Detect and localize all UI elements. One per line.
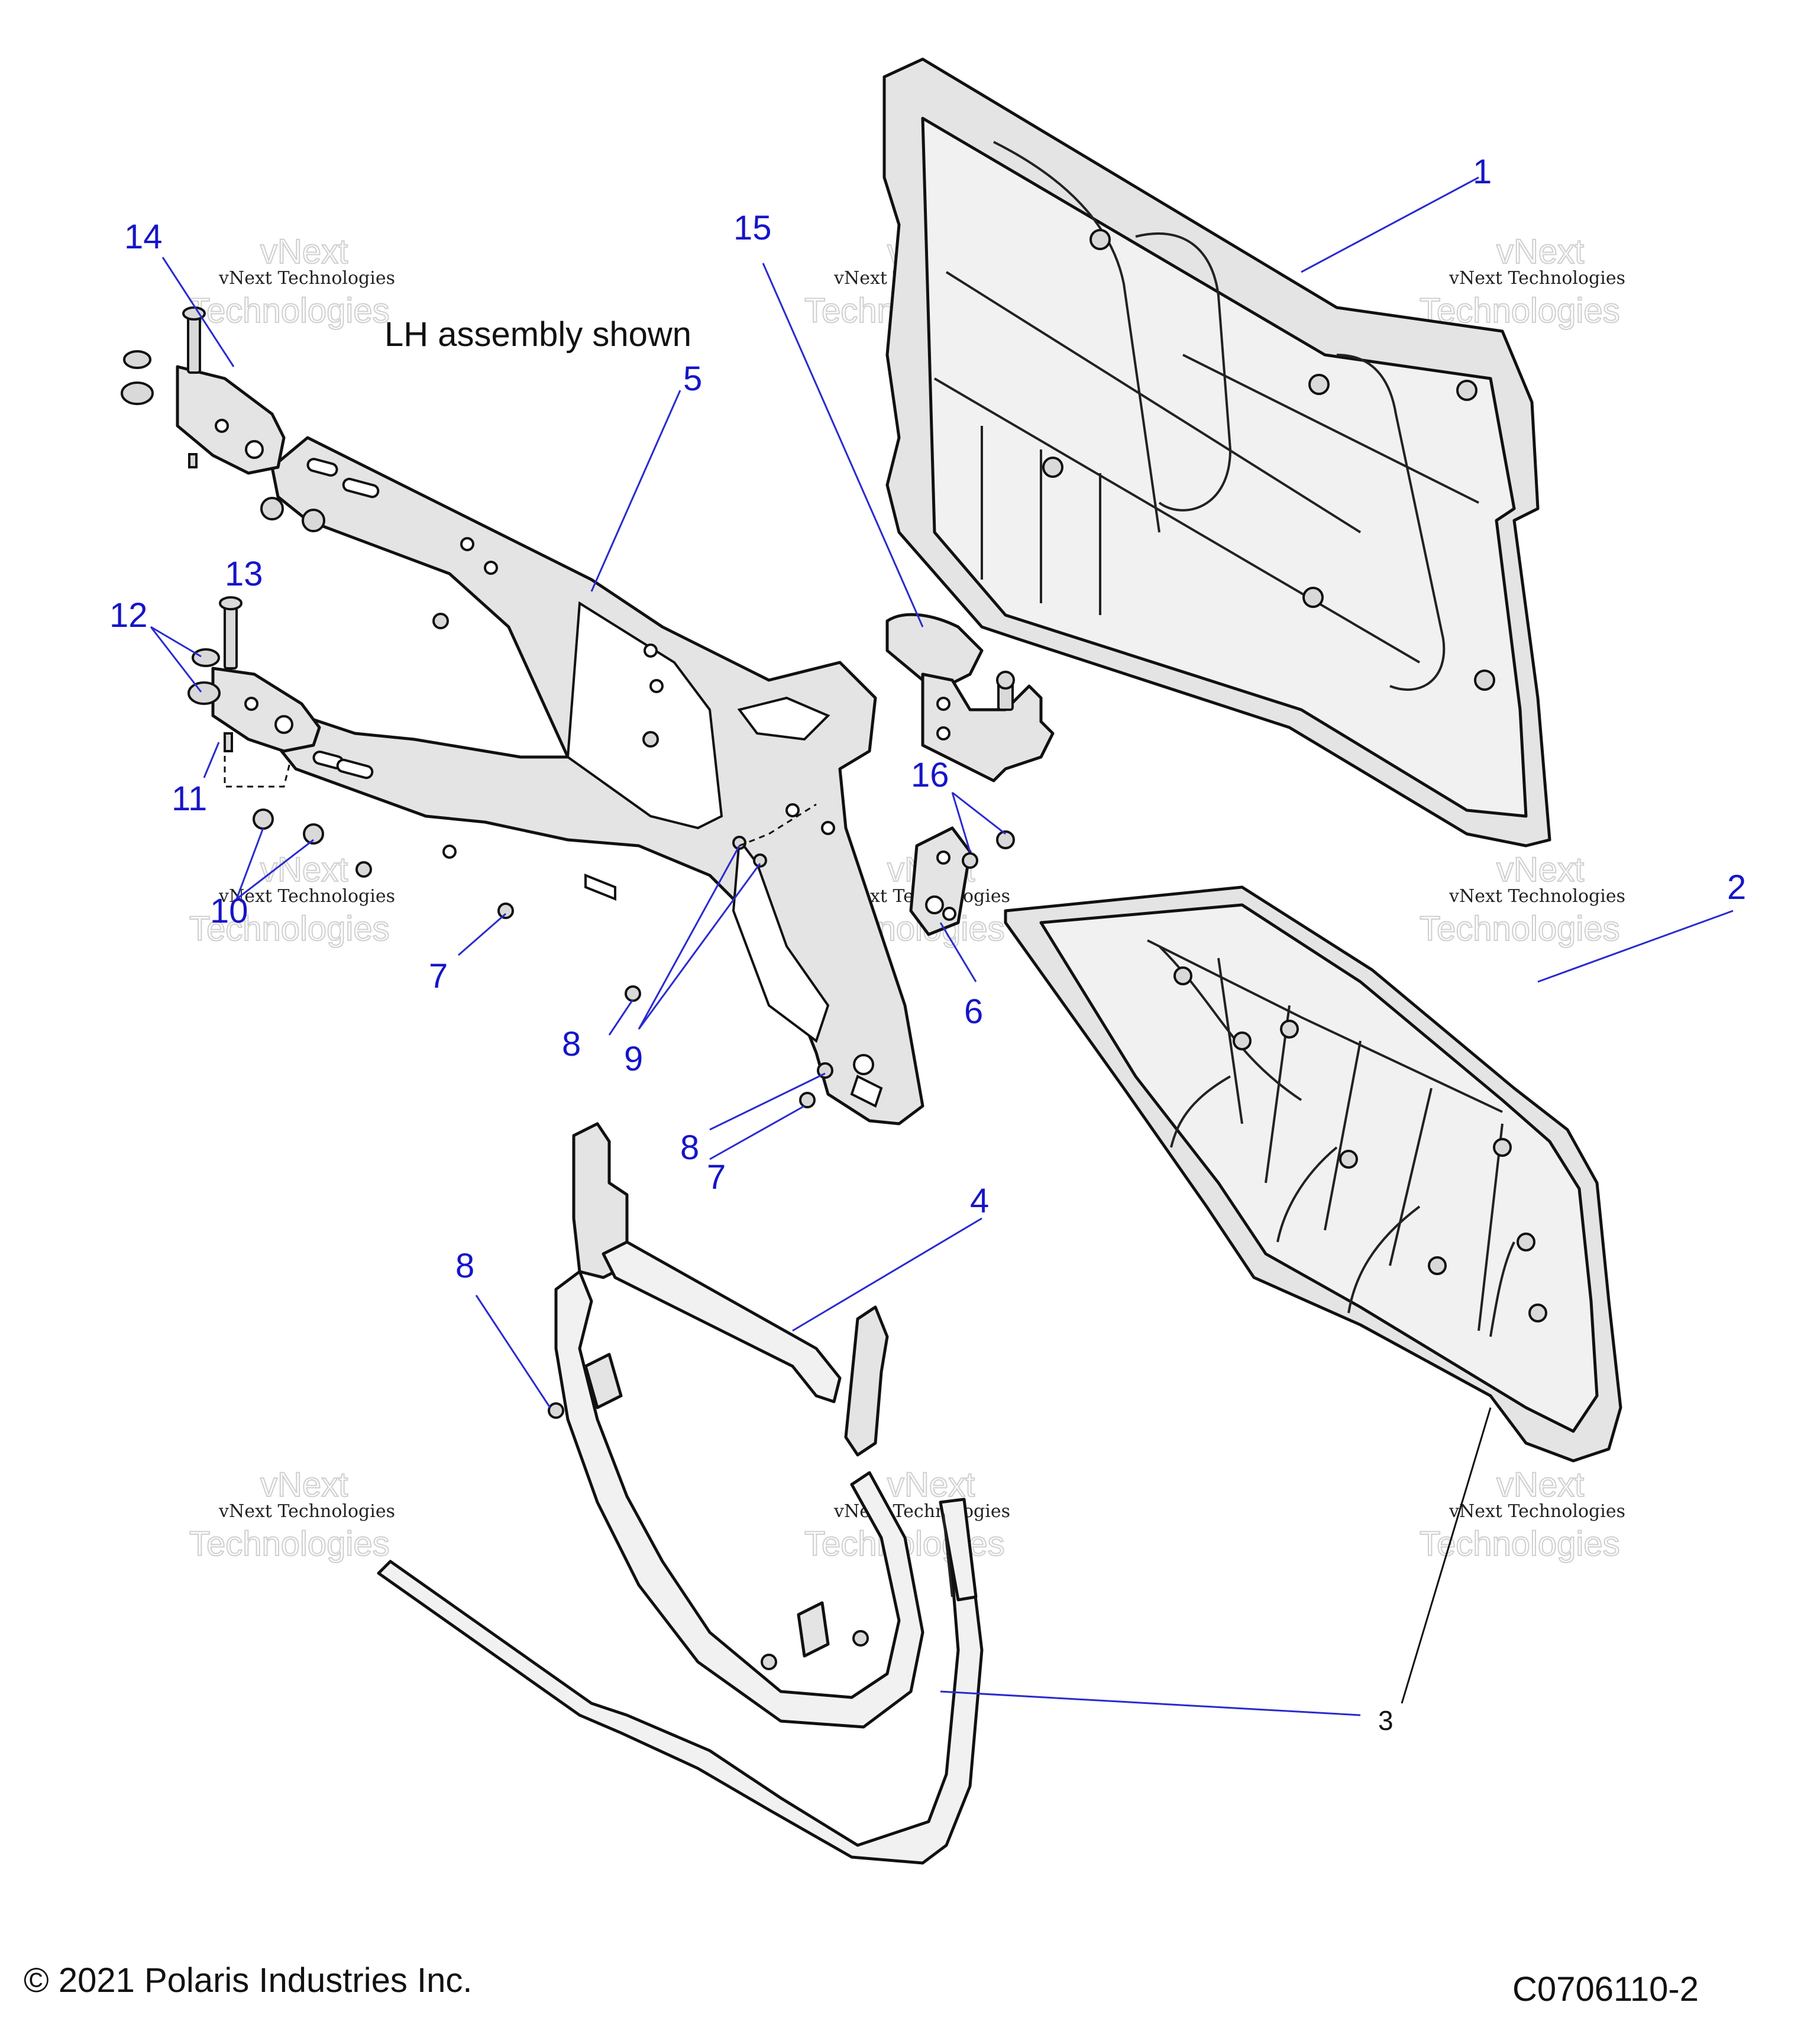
- svg-text:vNext Technologies: vNext Technologies: [218, 1501, 395, 1522]
- svg-text:Technologies: Technologies: [189, 292, 390, 330]
- alignment-dashed-center: [739, 803, 817, 847]
- svg-text:vNext: vNext: [887, 1466, 975, 1504]
- hardware-group: [121, 306, 1015, 1670]
- part-door-outer-panel: [882, 57, 1551, 848]
- lower-hinge-pin: [224, 602, 238, 670]
- svg-text:Technologies: Technologies: [189, 1525, 390, 1563]
- callout-11: 11: [172, 780, 207, 818]
- lower-bushing-b: [187, 681, 221, 705]
- callout-9: 9: [624, 1040, 643, 1078]
- svg-text:vNext Technologies: vNext Technologies: [1449, 268, 1625, 289]
- callout-8a: 8: [562, 1025, 581, 1063]
- svg-text:vNext Technologies: vNext Technologies: [1449, 886, 1625, 907]
- callout-7b: 7: [707, 1158, 726, 1196]
- svg-text:Technologies: Technologies: [189, 910, 390, 948]
- callout-13: 13: [225, 555, 263, 593]
- callout-14: 14: [124, 218, 163, 256]
- svg-text:vNext Technologies: vNext Technologies: [218, 268, 395, 289]
- part-door-inner-panel: [1004, 885, 1622, 1463]
- watermark-top-left: vNext vNext Technologies Technologies: [189, 232, 395, 331]
- lower-hinge: [211, 667, 321, 753]
- svg-text:vNext: vNext: [1496, 850, 1584, 889]
- assembly-note: LH assembly shown: [384, 315, 691, 354]
- svg-text:vNext: vNext: [1496, 1466, 1584, 1504]
- upper-hinge-pin: [187, 312, 201, 374]
- watermark-top-right: vNext vNext Technologies Technologies: [1419, 232, 1625, 331]
- copyright-text: © 2021 Polaris Industries Inc.: [24, 1961, 473, 2000]
- callout-1: 1: [1473, 153, 1492, 191]
- part-lower-bracket: [554, 1122, 924, 1729]
- lower-bushing-a: [192, 648, 220, 667]
- callout-8b: 8: [680, 1128, 699, 1167]
- callout-12: 12: [109, 596, 148, 635]
- watermark-bottom-center: vNext vNext Technologies Technologies: [804, 1465, 1010, 1564]
- callout-5: 5: [683, 360, 702, 398]
- svg-text:Technologies: Technologies: [1420, 910, 1620, 948]
- svg-text:Technologies: Technologies: [1420, 1525, 1620, 1563]
- callout-2: 2: [1727, 868, 1746, 907]
- part-door-frame: [270, 436, 924, 1126]
- part-latch: [885, 613, 1055, 782]
- upper-bushing-b: [121, 381, 154, 405]
- callout-6: 6: [964, 992, 983, 1031]
- watermark-bottom-left: vNext vNext Technologies Technologies: [189, 1465, 395, 1564]
- svg-text:vNext: vNext: [1496, 232, 1584, 271]
- callout-8c: 8: [455, 1247, 474, 1285]
- part-code: C0706110-2: [1512, 1970, 1699, 2009]
- watermark-mid-right: vNext vNext Technologies Technologies: [1419, 850, 1625, 949]
- upper-bushing-a: [123, 350, 151, 369]
- callout-7a: 7: [429, 957, 448, 995]
- part-striker-plate: [909, 826, 972, 936]
- callout-15: 15: [733, 209, 772, 247]
- svg-text:vNext: vNext: [260, 232, 348, 271]
- svg-text:vNext Technologies: vNext Technologies: [1449, 1501, 1625, 1522]
- svg-text:vNext Technologies: vNext Technologies: [833, 1501, 1010, 1522]
- leader-lines: [150, 176, 1734, 1716]
- watermark-bottom-right: vNext vNext Technologies Technologies: [1419, 1465, 1625, 1564]
- callout-10: 10: [210, 892, 248, 930]
- callout-3: 3: [1378, 1705, 1394, 1736]
- callout-labels: 1 2 3 4 5 6 7 7 8 8 8 9 10 11 12 13 14 1…: [109, 153, 1746, 1736]
- callout-16: 16: [911, 756, 949, 794]
- part-seal-strip: [377, 1498, 984, 1865]
- callout-4: 4: [970, 1182, 989, 1220]
- svg-text:vNext: vNext: [260, 1466, 348, 1504]
